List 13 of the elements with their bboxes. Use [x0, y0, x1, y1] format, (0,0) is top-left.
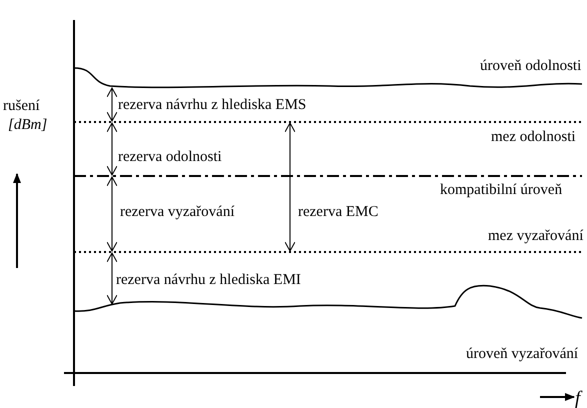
level-label: mez vyzařování [488, 228, 584, 245]
level-label: úroveň odolnosti [480, 58, 582, 75]
axis-label: rušení [3, 98, 40, 115]
margin-label: rezerva odolnosti [118, 149, 222, 166]
axis-label: f [575, 388, 580, 408]
margin-label: rezerva EMC [298, 204, 378, 221]
level-label: mez odolnosti [491, 129, 576, 146]
margin-label: rezerva vyzařování [120, 204, 235, 221]
level-label: úroveň vyzařování [466, 346, 578, 363]
level-label: kompatibilní úroveň [440, 182, 562, 199]
axis-unit: [dBm] [8, 117, 48, 134]
margin-label: rezerva návrhu z hlediska EMI [116, 272, 301, 289]
margin-label: rezerva návrhu z hlediska EMS [118, 97, 306, 114]
